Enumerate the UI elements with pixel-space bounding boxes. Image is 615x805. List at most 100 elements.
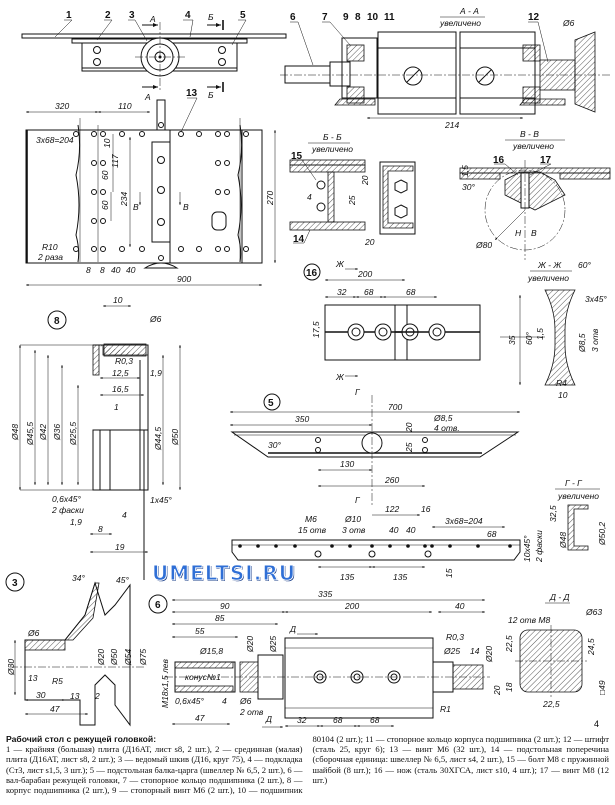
angle-45: 45°: [116, 575, 129, 585]
dim-1-bushing: 1: [114, 402, 119, 412]
dia-20-pulley: Ø20: [96, 649, 106, 666]
section-mark-a-bottom: А: [144, 92, 151, 102]
callout-13: 13: [186, 88, 198, 99]
callout-7: 7: [322, 12, 328, 23]
section-mark-g-top: Г: [355, 387, 361, 397]
dim-68-shaft-b: 68: [370, 715, 380, 725]
callout-1: 1: [66, 10, 72, 21]
part-8-bearing-housing: 8 Ø48 Ø45,5 Ø42 Ø36 Ø25,5 Ø44,5 Ø50 10 Ø…: [10, 295, 181, 580]
dim-22-5-bottom: 22,5: [542, 699, 560, 709]
section-mark-v-left: В: [133, 202, 139, 212]
chamfer-0-6: 0,6х45°: [52, 494, 82, 504]
thread-m18: М18х1,5 лев: [160, 659, 170, 708]
thread-m6-note: 15 отв: [298, 525, 327, 535]
dim-35-knife: 35: [507, 335, 517, 345]
dim-32-5: 32,5: [548, 505, 558, 522]
dim-214: 214: [444, 120, 459, 130]
radius-r0-3: R0,3: [115, 356, 133, 366]
dia-63: Ø63: [585, 607, 602, 617]
dim-8-a: 8: [86, 265, 91, 275]
dim-110: 110: [118, 101, 132, 111]
radius-r1: R1: [440, 704, 451, 714]
dia-20-shaft: Ø20: [245, 636, 255, 653]
section-mark-v-right: В: [183, 202, 189, 212]
plan-view: 320 110 3х68=204 10 117 60 60 234 В В 27…: [25, 88, 276, 286]
dim-320: 320: [55, 101, 69, 111]
dim-234: 234: [119, 192, 129, 207]
dia-48-beam: Ø48: [558, 532, 568, 549]
dia-6-shaft: Ø6: [239, 696, 252, 706]
part-label-5: 5: [268, 398, 274, 409]
callout-9: 9: [343, 12, 349, 23]
callout-12: 12: [528, 12, 540, 23]
section-bb-title: Б - Б: [323, 132, 342, 142]
dim-270: 270: [265, 191, 275, 206]
callout-11: 11: [384, 12, 395, 23]
dia-45-5: Ø45,5: [25, 422, 35, 446]
part-label-3: 3: [12, 578, 18, 589]
dia-75-pulley: Ø75: [138, 649, 148, 666]
dim-16-5: 16,5: [112, 384, 129, 394]
dim-22-5-left: 22,5: [504, 635, 514, 653]
dim-40-beam-b: 40: [406, 525, 416, 535]
dim-260: 260: [384, 475, 399, 485]
dia-50-2: Ø50,2: [597, 522, 607, 546]
dim-4-bb: 4: [307, 192, 312, 202]
radius-r5: R5: [52, 676, 63, 686]
page-number: 4: [594, 719, 600, 729]
section-zhzh-enlarged: увеличено: [527, 273, 569, 283]
dim-135-b: 135: [393, 572, 407, 582]
dim-335: 335: [318, 589, 332, 599]
callout-3: 3: [129, 10, 135, 21]
dim-1-5-knife: 1,5: [535, 328, 545, 340]
dia-8-5-knife-note: 3 отв: [590, 328, 600, 352]
dim-15-beam: 15: [444, 568, 454, 578]
callout-8: 8: [355, 12, 361, 23]
rotation-v: В: [531, 228, 537, 238]
dim-60-a: 60: [100, 170, 110, 180]
caption-body: 1 — крайняя (большая) плита (Д16АТ, лист…: [6, 734, 609, 796]
dim-90: 90: [220, 601, 230, 611]
dim-1-9-top: 1,9: [150, 368, 162, 378]
dim-4-shaft: 4: [222, 696, 227, 706]
dim-117: 117: [110, 154, 120, 168]
dim-14-shaft: 14: [470, 646, 480, 656]
section-mark-d-top: Д: [289, 624, 296, 634]
dia-25-shaft-end: Ø25: [443, 646, 460, 656]
dim-20-bb-bottom: 20: [364, 237, 375, 247]
section-zhzh-title: Ж - Ж: [537, 260, 562, 270]
callout-6: 6: [290, 12, 296, 23]
part-label-16: 16: [306, 268, 318, 279]
callout-14: 14: [293, 234, 305, 245]
section-mark-zh-bottom: Ж: [335, 372, 345, 382]
dim-68-beam: 68: [487, 529, 497, 539]
dim-10: 10: [102, 138, 112, 148]
dim-60-b: 60: [100, 200, 110, 210]
callout-5: 5: [240, 10, 246, 21]
dia-36: Ø36: [52, 424, 62, 441]
dia-25-5: Ø25,5: [68, 422, 78, 446]
section-vv-title: В - В: [520, 129, 539, 139]
watermark-logo: UMELTSI.RU: [152, 561, 296, 585]
dim-30-pulley: 30: [36, 690, 46, 700]
dim-13-pulley-a: 13: [28, 673, 38, 683]
part-label-6: 6: [155, 600, 161, 611]
dim-68-shaft-a: 68: [333, 715, 343, 725]
dim-4-bushing: 4: [122, 510, 127, 520]
dim-10-bushing: 10: [113, 295, 123, 305]
dia-50: Ø50: [170, 429, 180, 446]
angle-60-top: 60°: [578, 260, 591, 270]
dia-6-pulley: Ø6: [27, 628, 40, 638]
part-6-shaft: 6 335 90 200 40 85 55 Ø15,8 Ø20 Ø25 М18х…: [148, 589, 607, 728]
chamfer-10x45-note: 2 фаски: [534, 530, 544, 563]
dim-20-beam: 20: [404, 422, 414, 433]
dia-42: Ø42: [38, 424, 48, 441]
dim-55: 55: [195, 626, 205, 636]
chamfer-10x45: 10х45°: [522, 535, 532, 562]
dia-30-pulley: Ø30: [6, 659, 16, 676]
dia-8-5-beam: Ø8,5: [433, 413, 453, 423]
chamfer-3x45: 3х45°: [585, 294, 607, 304]
side-elevation-view: А А Б Б 1 2 3 4 5: [21, 10, 287, 102]
dim-d6-pin: Ø6: [562, 18, 575, 28]
callout-2: 2: [105, 10, 111, 21]
